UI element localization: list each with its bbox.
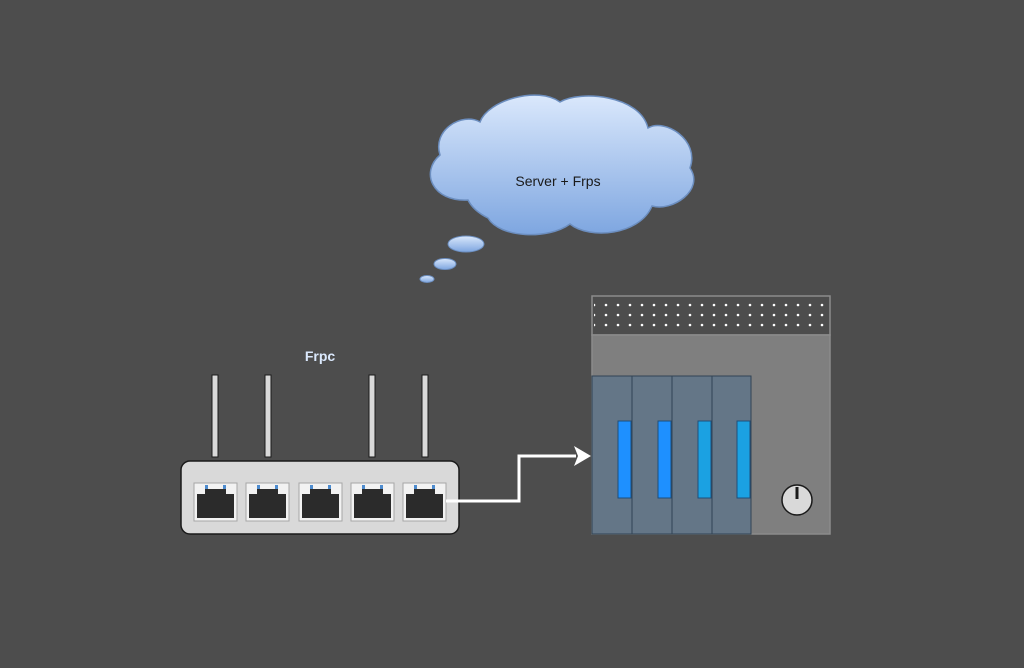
power-button-icon[interactable] (781, 484, 813, 516)
link-arrow[interactable] (446, 446, 591, 503)
cloud-label: Server + Frps (515, 173, 600, 189)
ethernet-port[interactable] (193, 482, 238, 522)
ethernet-port[interactable] (350, 482, 395, 522)
drive-bay[interactable] (671, 375, 713, 535)
ethernet-port[interactable] (245, 482, 290, 522)
cloud-server-frps[interactable]: Server + Frps (419, 94, 695, 283)
router-antenna (264, 374, 272, 458)
drive-led (736, 420, 751, 499)
arrowhead-icon (574, 446, 591, 466)
drive-led (617, 420, 632, 499)
drive-bay[interactable] (631, 375, 673, 535)
thought-bubble-large (447, 235, 485, 253)
drive-bay[interactable] (591, 375, 633, 535)
router-antenna (211, 374, 219, 458)
cloud-shape (429, 94, 695, 236)
nas-device[interactable] (591, 295, 831, 535)
router-antenna (368, 374, 376, 458)
router-frpc[interactable] (180, 374, 460, 535)
vent-dots (594, 299, 828, 332)
router-label: Frpc (305, 348, 336, 364)
thought-bubble-small (419, 275, 435, 283)
thought-bubble-medium (433, 258, 457, 270)
link-line (446, 454, 576, 503)
drive-led (697, 420, 712, 499)
ethernet-port[interactable] (402, 482, 447, 522)
drive-bay[interactable] (711, 375, 752, 535)
ethernet-port[interactable] (298, 482, 343, 522)
drive-led (657, 420, 672, 499)
router-antenna (421, 374, 429, 458)
